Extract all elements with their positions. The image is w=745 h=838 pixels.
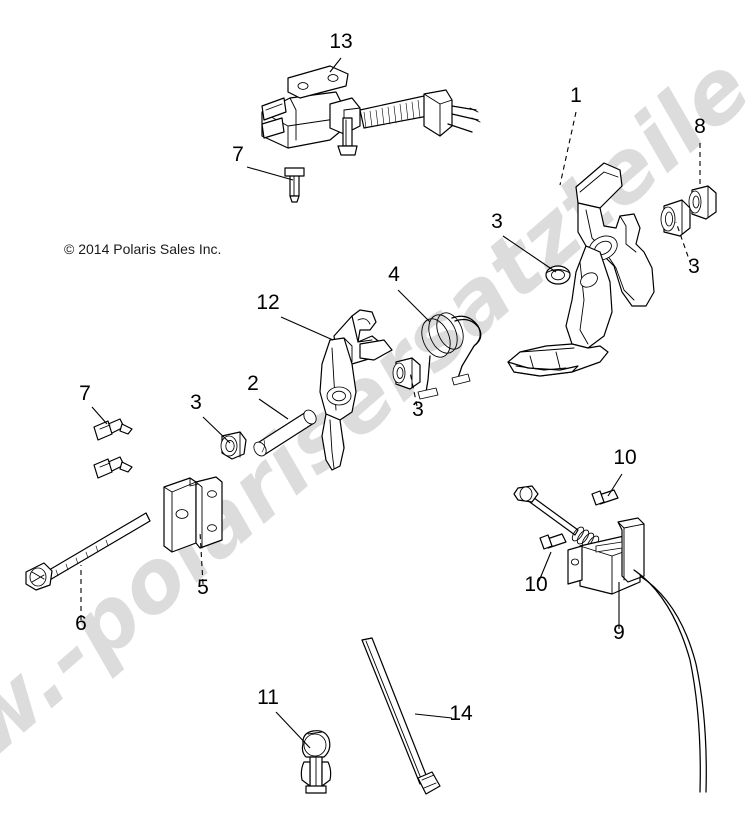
callout-leader-1	[559, 111, 577, 186]
callout-number-11: 11	[257, 686, 279, 709]
callout-number-12: 12	[256, 291, 279, 314]
part-2-pivot-sleeve	[253, 409, 317, 457]
part-9-master-cylinder	[513, 485, 707, 793]
callout-leader-3a	[502, 235, 557, 273]
part-3-bushing-d	[220, 431, 247, 460]
part-3-bushing-c	[392, 357, 421, 390]
callout-number-5: 5	[197, 576, 209, 599]
part-10-bolt-a	[591, 489, 619, 506]
callout-7b: 7	[79, 382, 108, 425]
part-3-bushing-b	[660, 199, 691, 237]
callout-number-2: 2	[247, 372, 259, 395]
callout-number-7b: 7	[79, 382, 91, 405]
callout-14: 14	[414, 702, 473, 725]
part-11-cable-clip	[300, 730, 332, 794]
callout-leader-2	[258, 398, 289, 420]
part-12-pedal-arm-bracket	[319, 309, 393, 471]
callout-leader-12	[280, 316, 334, 341]
callout-7a: 7	[232, 143, 294, 181]
callout-3c: 3	[409, 371, 424, 421]
callout-leader-7b	[91, 406, 108, 425]
part-4-return-spring	[417, 312, 482, 400]
callout-number-9: 9	[613, 621, 625, 644]
callout-1: 1	[559, 84, 582, 186]
callout-leader-10b	[538, 551, 552, 582]
callout-number-1: 1	[570, 84, 582, 107]
callout-leader-7a	[246, 166, 294, 181]
callout-leader-11	[275, 711, 311, 749]
callout-number-7a: 7	[232, 143, 244, 166]
part-7-flange-bolt-left-a	[93, 418, 133, 441]
part-1-brake-pedal	[507, 162, 655, 377]
callout-leader-14	[414, 713, 453, 719]
part-3-bushing-a	[545, 265, 571, 285]
part-7-flange-bolt-left-b	[93, 456, 133, 479]
callout-3d: 3	[190, 391, 231, 444]
callout-leader-13	[329, 57, 342, 73]
callout-2: 2	[247, 372, 289, 420]
callout-number-13: 13	[329, 30, 352, 53]
part-14-cable-tie	[361, 637, 441, 795]
callout-number-14: 14	[449, 702, 473, 725]
copyright-notice: © 2014 Polaris Sales Inc.	[64, 241, 221, 257]
callout-leader-3b	[675, 221, 692, 266]
callout-leader-3d	[202, 416, 231, 444]
callout-leader-10a	[607, 473, 623, 497]
part-8-lock-nut	[688, 185, 717, 220]
callout-number-3d: 3	[190, 391, 202, 414]
callout-3b: 3	[675, 221, 700, 278]
callout-number-4: 4	[388, 263, 400, 286]
callout-4: 4	[388, 263, 431, 323]
part-10-bolt-b	[539, 533, 567, 550]
callout-number-8: 8	[694, 115, 706, 138]
part-13-switch-assembly	[261, 65, 481, 149]
callout-number-10a: 10	[613, 446, 636, 469]
callout-6: 6	[75, 565, 87, 635]
callout-number-6: 6	[75, 612, 87, 635]
callout-number-3a: 3	[491, 210, 503, 233]
callout-10b: 10	[524, 551, 552, 596]
part-5-mounting-bracket	[163, 476, 223, 553]
callout-3a: 3	[491, 210, 557, 273]
callout-11: 11	[257, 686, 311, 749]
callout-9: 9	[613, 582, 625, 644]
callout-number-3b: 3	[688, 255, 700, 278]
part-7-flange-bolt-upper	[284, 167, 305, 203]
callout-leader-3c	[409, 371, 418, 407]
callout-12: 12	[256, 291, 334, 341]
part-7-flange-bolt-top	[337, 117, 358, 156]
callout-number-10b: 10	[524, 573, 547, 596]
callout-number-3c: 3	[412, 398, 424, 421]
callout-leader-4	[397, 289, 431, 323]
callout-10a: 10	[607, 446, 637, 497]
callout-5: 5	[197, 531, 209, 599]
part-6-long-bolt	[25, 512, 151, 591]
callout-13: 13	[329, 30, 353, 73]
callout-8: 8	[694, 115, 706, 188]
callout-layer: 13 1 8 7 3 3 12 4 3 7 2 3 10 5 6 10 9 11 14	[75, 30, 706, 749]
